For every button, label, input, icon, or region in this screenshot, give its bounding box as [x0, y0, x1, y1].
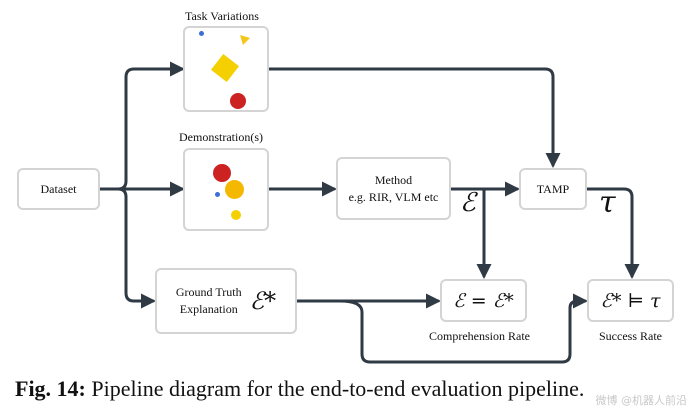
explanation-symbol: ℰ: [460, 188, 476, 218]
comprehension-box: ℰ = ℰ*: [440, 279, 527, 322]
small-blue-dot-icon: [199, 31, 204, 36]
task-variations-label: Task Variations: [185, 9, 259, 23]
success-formula: ℰ* ⊨ τ: [600, 289, 661, 312]
method-examples: e.g. RIR, VLM etc: [348, 189, 439, 204]
ground-truth-title: Ground Truth: [175, 285, 242, 299]
figure-caption: Fig. 14: Pipeline diagram for the end-to…: [15, 376, 584, 402]
comprehension-rate-label: Comprehension Rate: [429, 329, 530, 343]
small-yellow-dot-icon: [231, 210, 241, 220]
comprehension-formula: ℰ = ℰ*: [453, 289, 514, 312]
ground-truth-subtitle: Explanation: [179, 302, 238, 316]
dataset-label: Dataset: [40, 181, 77, 196]
tamp-label: TAMP: [536, 181, 570, 196]
yellow-triangle-icon: [240, 35, 250, 45]
method-title: Method: [374, 172, 413, 187]
watermark: 微博 @机器人前沿: [595, 394, 688, 407]
ground-truth-text: Ground Truth Explanation: [176, 284, 242, 318]
yellow-circle-icon: [225, 180, 244, 199]
demonstrations-label: Demonstration(s): [179, 130, 263, 144]
method-box: Method e.g. RIR, VLM etc: [336, 157, 451, 220]
task-variations-box: [183, 26, 269, 112]
dataset-box: Dataset: [17, 168, 100, 210]
arrow-ground-truth-to-success: [338, 293, 588, 364]
ground-truth-symbol: ℰ*: [249, 287, 277, 315]
success-rate-label: Success Rate: [599, 329, 662, 343]
caption-prefix: Fig. 14:: [15, 376, 86, 401]
small-blue-dot-icon: [215, 192, 220, 197]
arrow-dataset-to-task-variations: [98, 61, 185, 191]
tamp-box: TAMP: [519, 168, 587, 210]
arrow-dataset-to-ground-truth: [98, 187, 156, 309]
red-circle-icon: [230, 93, 246, 109]
arrow-task-variations-to-tamp: [266, 67, 561, 168]
demonstrations-box: [183, 148, 269, 231]
arrow-tamp-to-success: [585, 187, 640, 279]
caption-text: Pipeline diagram for the end-to-end eval…: [91, 376, 585, 401]
red-circle-icon: [213, 164, 231, 182]
yellow-square-icon: [210, 53, 240, 83]
plan-symbol: τ: [599, 185, 616, 220]
ground-truth-box: Ground Truth Explanation ℰ*: [155, 268, 297, 334]
success-box: ℰ* ⊨ τ: [587, 279, 674, 322]
